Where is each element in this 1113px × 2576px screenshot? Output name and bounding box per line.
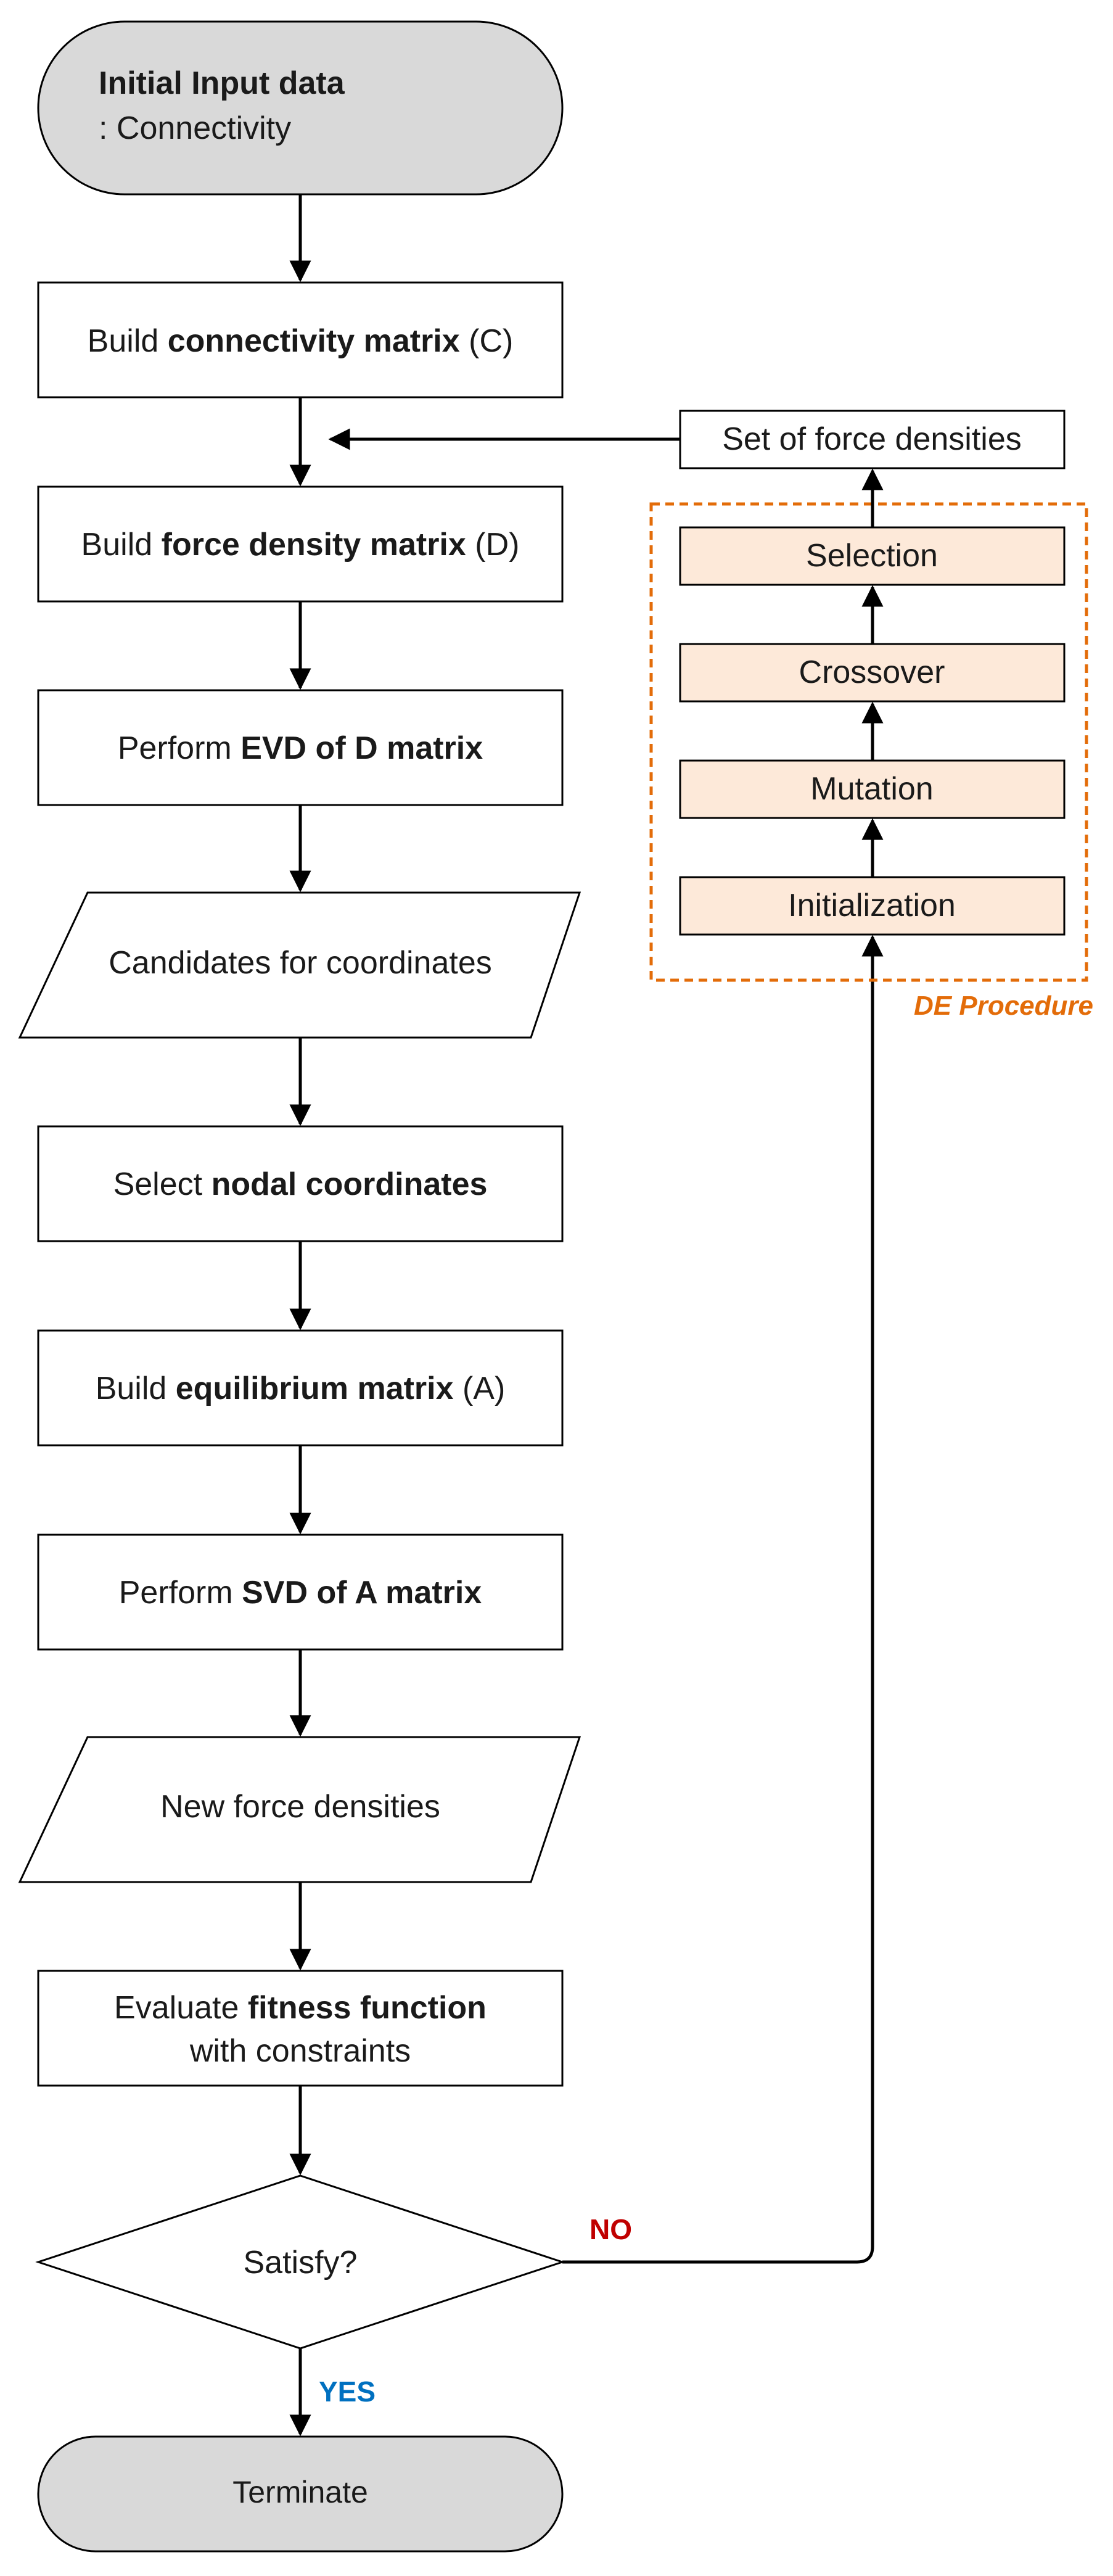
yes-label: YES [319, 2376, 376, 2408]
step-evaluate-box [37, 1970, 564, 2087]
arrow-no-to-initialization [562, 935, 884, 2264]
de-stage-mutation-label: Mutation [810, 771, 933, 807]
step-equilibrium-box [37, 1329, 564, 1447]
io-candidates-parallelogram [18, 891, 581, 1039]
step-evaluate-label-line2: with constraints [189, 2033, 411, 2069]
de-output-label: Set of force densities [722, 421, 1022, 457]
de-procedure-border [649, 502, 1088, 982]
step-evaluate-label-line1: Evaluate fitness function [114, 1990, 487, 2026]
step-nodal-coords-box [37, 1125, 564, 1242]
step-force-density-label: Build force density matrix (D) [81, 527, 520, 563]
no-label: NO [589, 2213, 632, 2245]
de-stage-initialization-label: Initialization [788, 888, 956, 923]
de-procedure-title: DE Procedure [914, 991, 1093, 1021]
de-stage-crossover-box [679, 643, 1066, 703]
decision-label: Satisfy? [244, 2245, 358, 2281]
step-force-density-box [37, 485, 564, 603]
de-stage-selection-box [679, 526, 1066, 586]
de-output-box [679, 410, 1066, 469]
io-new-force-densities-label: New force densities [160, 1789, 440, 1825]
start-terminal [37, 20, 564, 196]
step-connectivity-label: Build connectivity matrix (C) [88, 323, 514, 359]
step-equilibrium-label: Build equilibrium matrix (A) [96, 1371, 506, 1406]
de-stage-crossover-label: Crossover [799, 654, 945, 690]
step-evd-box [37, 689, 564, 806]
step-svd-box [37, 1534, 564, 1651]
step-svd-label: Perform SVD of A matrix [119, 1575, 482, 1611]
start-subtitle: : Connectivity [99, 110, 291, 146]
io-new-force-densities-parallelogram [18, 1736, 581, 1883]
step-connectivity-box [37, 281, 564, 398]
end-label: Terminate [232, 2475, 368, 2509]
start-title: Initial Input data [99, 65, 345, 101]
end-terminal [37, 2435, 564, 2553]
step-evd-label: Perform EVD of D matrix [118, 730, 483, 766]
step-nodal-coords-label: Select nodal coordinates [113, 1166, 488, 1202]
de-stage-selection-label: Selection [806, 538, 938, 574]
io-candidates-label: Candidates for coordinates [109, 945, 492, 981]
